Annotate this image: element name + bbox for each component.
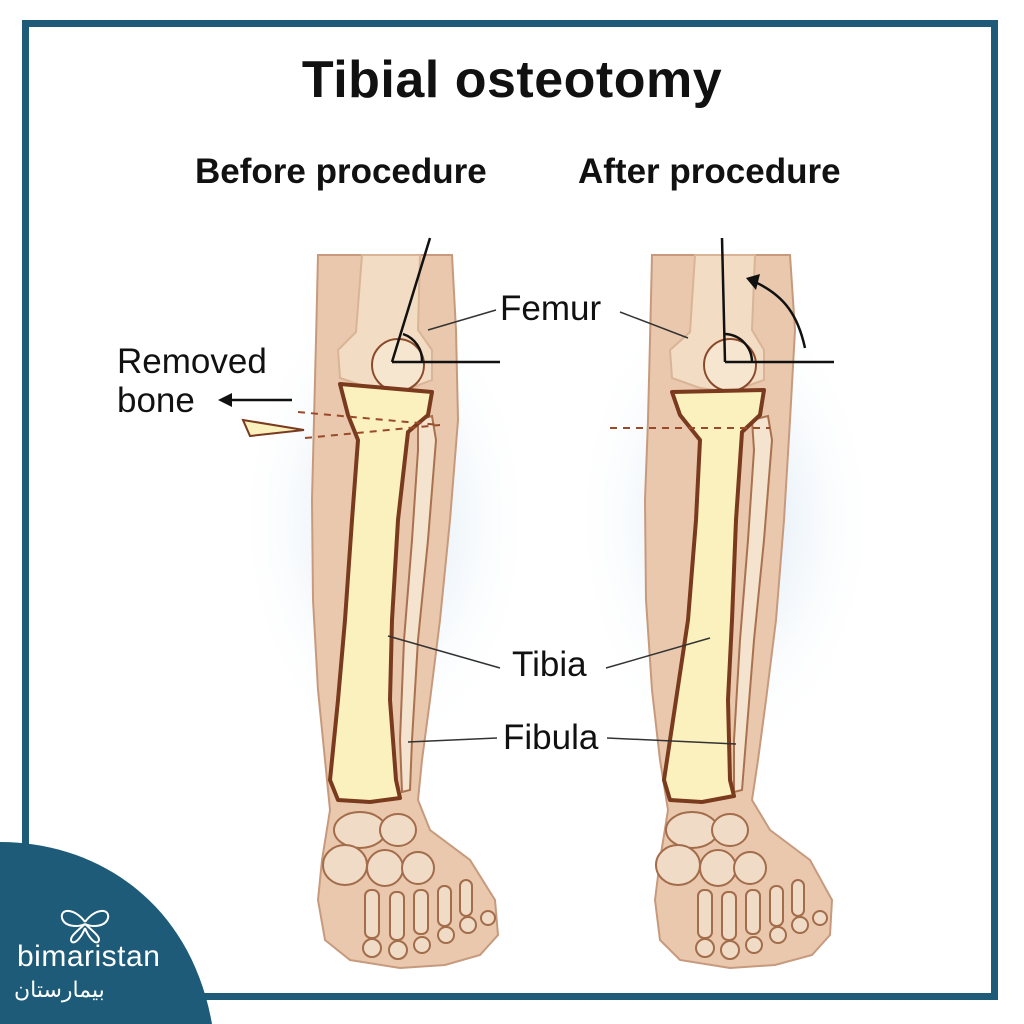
removed-bone-label: Removed bone (117, 342, 267, 420)
fibula-after (733, 414, 774, 794)
logo-wordmark: bimaristan (17, 940, 161, 973)
page-title: Tibial osteotomy (301, 51, 723, 109)
fibula-label: Fibula (503, 718, 599, 757)
tibia-label: Tibia (512, 645, 587, 684)
fibula-before (398, 414, 438, 794)
leg-after (570, 237, 880, 970)
tibia-before (328, 382, 434, 804)
leg-before (218, 237, 535, 970)
patella-before (371, 338, 425, 392)
femur-label: Femur (500, 289, 602, 328)
foot-bones-before (322, 811, 496, 960)
foot-bones-after (655, 811, 828, 960)
logo-arabic-wordmark: بيمارستان (14, 978, 105, 1003)
tibia-after (662, 388, 766, 804)
butterfly-icon (60, 910, 110, 944)
logo-background (0, 842, 212, 1024)
after-procedure-heading: After procedure (578, 152, 841, 191)
removed-bone-wedge (241, 418, 305, 438)
before-procedure-heading: Before procedure (195, 152, 487, 191)
